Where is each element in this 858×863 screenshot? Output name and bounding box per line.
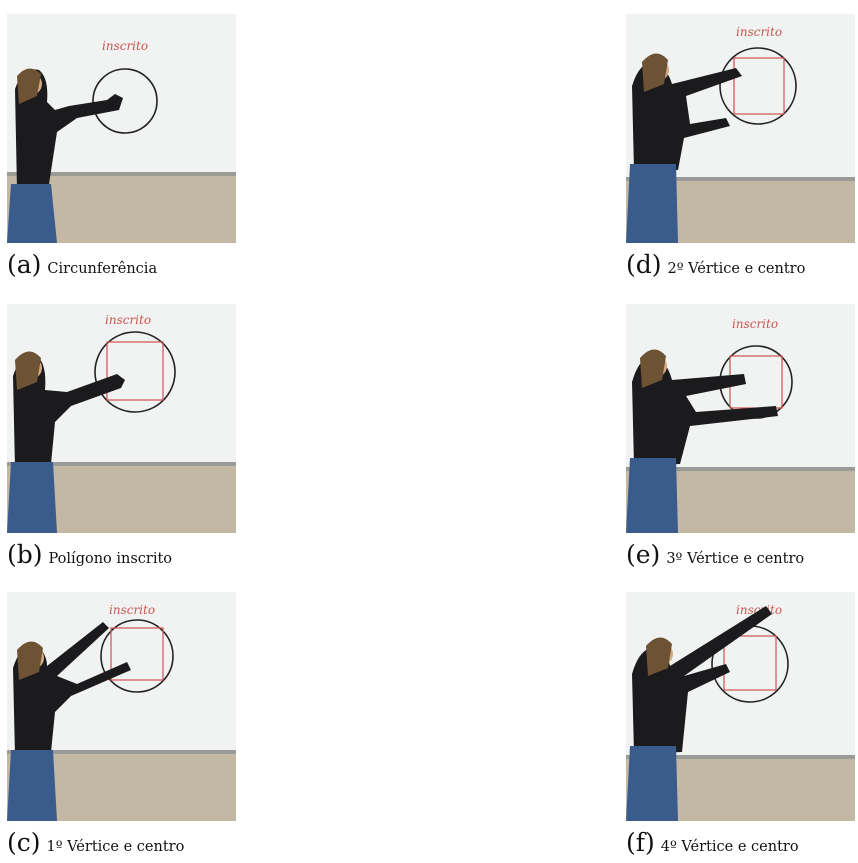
caption-text: 1º Vértice e centro bbox=[46, 839, 185, 855]
caption-tag: (f) bbox=[626, 828, 655, 857]
photo-circle: inscrito bbox=[7, 14, 236, 243]
jeans bbox=[626, 746, 678, 821]
photo-vertex1: inscrito bbox=[7, 592, 236, 821]
photo-vertex2: inscrito bbox=[626, 14, 855, 243]
caption-d: (d) 2º Vértice e centro bbox=[626, 251, 805, 283]
drawn-circle bbox=[94, 331, 176, 413]
teacher-figure bbox=[632, 606, 772, 754]
caption-text: 2º Vértice e centro bbox=[667, 261, 806, 277]
caption-tag: (c) bbox=[7, 828, 41, 857]
jeans bbox=[626, 458, 678, 533]
inscribed-square bbox=[723, 635, 777, 691]
caption-e: (e) 3º Vértice e centro bbox=[626, 541, 804, 573]
caption-text: Circunferência bbox=[47, 261, 158, 277]
caption-tag: (d) bbox=[626, 250, 662, 279]
drawn-circle bbox=[92, 68, 158, 134]
whiteboard-photo-polygon: inscrito bbox=[7, 304, 236, 533]
inscribed-square bbox=[106, 341, 164, 401]
caption-b: (b) Polígono inscrito bbox=[7, 541, 172, 573]
jeans bbox=[626, 164, 678, 243]
whiteboard-photo-vertex4: inscrito bbox=[626, 592, 855, 821]
inscribed-square bbox=[733, 57, 785, 115]
whiteboard-label: inscrito bbox=[732, 317, 778, 331]
caption-tag: (a) bbox=[7, 250, 42, 279]
photo-vertex4: inscrito bbox=[626, 592, 855, 821]
caption-a: (a) Circunferência bbox=[7, 251, 157, 283]
whiteboard-label: inscrito bbox=[105, 313, 151, 327]
whiteboard-label: inscrito bbox=[109, 603, 155, 617]
whiteboard-photo-circle: inscrito bbox=[7, 14, 236, 243]
caption-text: Polígono inscrito bbox=[48, 551, 173, 567]
drawn-circle bbox=[719, 47, 797, 125]
caption-text: 4º Vértice e centro bbox=[660, 839, 799, 855]
photo-polygon: inscrito bbox=[7, 304, 236, 533]
jeans bbox=[7, 750, 57, 821]
teacher-figure bbox=[632, 61, 742, 172]
caption-f: (f) 4º Vértice e centro bbox=[626, 829, 799, 861]
teacher-figure bbox=[15, 69, 123, 190]
teacher-figure bbox=[13, 355, 125, 468]
caption-text: 3º Vértice e centro bbox=[666, 551, 805, 567]
inscribed-square bbox=[110, 627, 164, 681]
whiteboard-photo-vertex2: inscrito bbox=[626, 14, 855, 243]
caption-tag: (e) bbox=[626, 540, 661, 569]
caption-tag: (b) bbox=[7, 540, 43, 569]
whiteboard-photo-vertex1: inscrito bbox=[7, 592, 236, 821]
jeans bbox=[7, 184, 57, 243]
whiteboard-label: inscrito bbox=[736, 25, 782, 39]
jeans bbox=[7, 462, 57, 533]
teacher-figure bbox=[632, 355, 778, 466]
caption-c: (c) 1º Vértice e centro bbox=[7, 829, 184, 861]
photo-vertex3: inscrito bbox=[626, 304, 855, 533]
whiteboard-photo-vertex3: inscrito bbox=[626, 304, 855, 533]
whiteboard-label: inscrito bbox=[102, 39, 148, 53]
drawn-circle bbox=[100, 619, 174, 693]
